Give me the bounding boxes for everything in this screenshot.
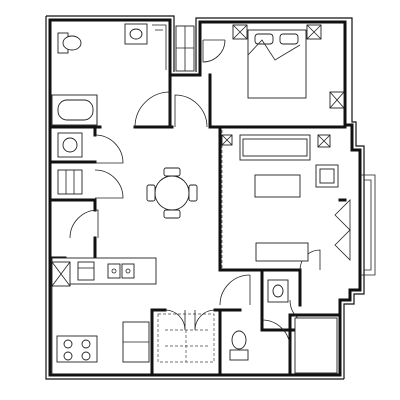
double-sink-icon — [107, 263, 135, 279]
living-room — [221, 130, 339, 268]
nightstand-icon — [306, 24, 322, 40]
sink-icon — [124, 23, 148, 45]
dining — [146, 167, 198, 219]
range-icon — [56, 335, 98, 363]
bathroom-2 — [229, 279, 338, 374]
toilet-icon — [57, 32, 82, 54]
chair-icon — [188, 184, 198, 202]
chair-icon — [163, 209, 181, 219]
side-table-icon — [221, 134, 233, 146]
walk-in-closet — [157, 309, 216, 363]
dryer-icon — [57, 169, 83, 195]
washer-icon — [57, 132, 83, 158]
sink-icon — [267, 279, 289, 303]
bedroom — [232, 24, 345, 109]
linen-closet — [175, 25, 195, 72]
bathtub-icon — [51, 94, 98, 127]
pantry-icon — [122, 321, 150, 363]
dresser-icon — [329, 91, 345, 109]
kitchen — [51, 257, 157, 375]
refrigerator-icon — [51, 261, 71, 287]
nightstand-icon — [232, 24, 248, 40]
dishwasher-icon — [77, 261, 95, 281]
bed-icon — [247, 29, 307, 99]
doors — [69, 39, 351, 349]
bathroom-1 — [51, 23, 167, 127]
media-console-icon — [255, 242, 309, 262]
chair-icon — [146, 184, 156, 202]
armchair-icon — [315, 164, 339, 188]
shower-icon — [294, 317, 338, 374]
sofa-icon — [239, 134, 311, 161]
side-table-icon — [317, 134, 331, 148]
toilet-icon — [229, 330, 249, 361]
coffee-table-icon — [254, 174, 301, 198]
laundry — [57, 132, 83, 195]
interior-walls — [48, 73, 347, 377]
round-table-icon — [154, 175, 190, 211]
chair-icon — [163, 167, 181, 177]
